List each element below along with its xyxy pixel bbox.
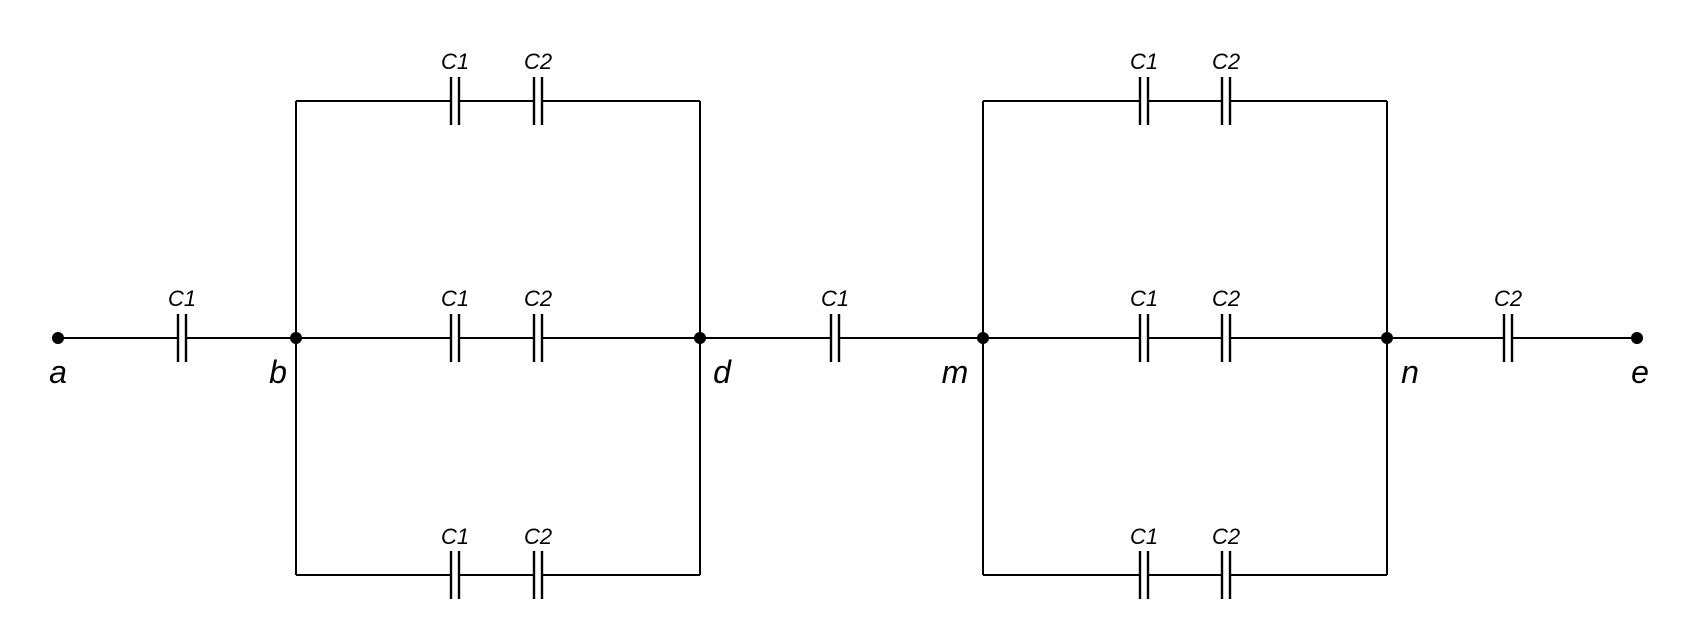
capacitor-label: C1 bbox=[441, 286, 469, 311]
branch-middle-left: C1 C2 bbox=[296, 286, 700, 362]
capacitor-label: C2 bbox=[524, 286, 552, 311]
node-label-b: b bbox=[269, 354, 287, 390]
capacitor-c1: C1 bbox=[441, 286, 469, 362]
node-dot-a bbox=[52, 332, 64, 344]
capacitor-label: C1 bbox=[1130, 49, 1158, 74]
parallel-network-right: C1 C2 C1 C2 bbox=[982, 49, 1388, 599]
capacitor-c2: C2 bbox=[524, 286, 552, 362]
capacitor-c2-ne: C2 bbox=[1494, 286, 1522, 362]
junction-dots bbox=[52, 332, 1643, 344]
parallel-network-left: C1 C2 C1 C2 bbox=[295, 49, 701, 599]
capacitor-c2: C2 bbox=[524, 524, 552, 599]
capacitor-label: C2 bbox=[1212, 524, 1240, 549]
node-dot-e bbox=[1631, 332, 1643, 344]
node-label-e: e bbox=[1631, 354, 1649, 390]
capacitor-label: C2 bbox=[1212, 49, 1240, 74]
capacitor-label: C1 bbox=[168, 286, 196, 311]
capacitor-label: C1 bbox=[441, 49, 469, 74]
node-dot-d bbox=[694, 332, 706, 344]
capacitor-c1: C1 bbox=[1130, 286, 1158, 362]
node-labels: a b d m n e bbox=[49, 354, 1649, 390]
capacitor-c1-ab: C1 bbox=[168, 286, 196, 362]
capacitor-c1-dm: C1 bbox=[821, 286, 849, 362]
capacitor-c2: C2 bbox=[1212, 524, 1240, 599]
capacitor-label: C1 bbox=[1130, 286, 1158, 311]
capacitor-label: C2 bbox=[524, 524, 552, 549]
capacitor-c2: C2 bbox=[524, 49, 552, 125]
capacitor-c2: C2 bbox=[1212, 49, 1240, 125]
capacitor-label: C2 bbox=[1212, 286, 1240, 311]
branch-bottom-left: C1 C2 bbox=[296, 524, 700, 599]
capacitor-c1: C1 bbox=[1130, 49, 1158, 125]
capacitor-c1: C1 bbox=[441, 49, 469, 125]
capacitor-label: C2 bbox=[524, 49, 552, 74]
branch-top-left: C1 C2 bbox=[296, 49, 700, 125]
branch-middle-right: C1 C2 bbox=[983, 286, 1387, 362]
node-label-n: n bbox=[1401, 354, 1419, 390]
node-label-a: a bbox=[49, 354, 67, 390]
capacitor-label: C2 bbox=[1494, 286, 1522, 311]
capacitor-label: C1 bbox=[1130, 524, 1158, 549]
branch-bottom-right: C1 C2 bbox=[983, 524, 1387, 599]
node-dot-m bbox=[977, 332, 989, 344]
capacitor-c2: C2 bbox=[1212, 286, 1240, 362]
node-label-d: d bbox=[713, 354, 732, 390]
capacitor-label: C1 bbox=[821, 286, 849, 311]
capacitor-label: C1 bbox=[441, 524, 469, 549]
node-label-m: m bbox=[942, 354, 969, 390]
node-dot-n bbox=[1381, 332, 1393, 344]
node-dot-b bbox=[290, 332, 302, 344]
capacitor-c1: C1 bbox=[1130, 524, 1158, 599]
branch-top-right: C1 C2 bbox=[983, 49, 1387, 125]
capacitor-c1: C1 bbox=[441, 524, 469, 599]
